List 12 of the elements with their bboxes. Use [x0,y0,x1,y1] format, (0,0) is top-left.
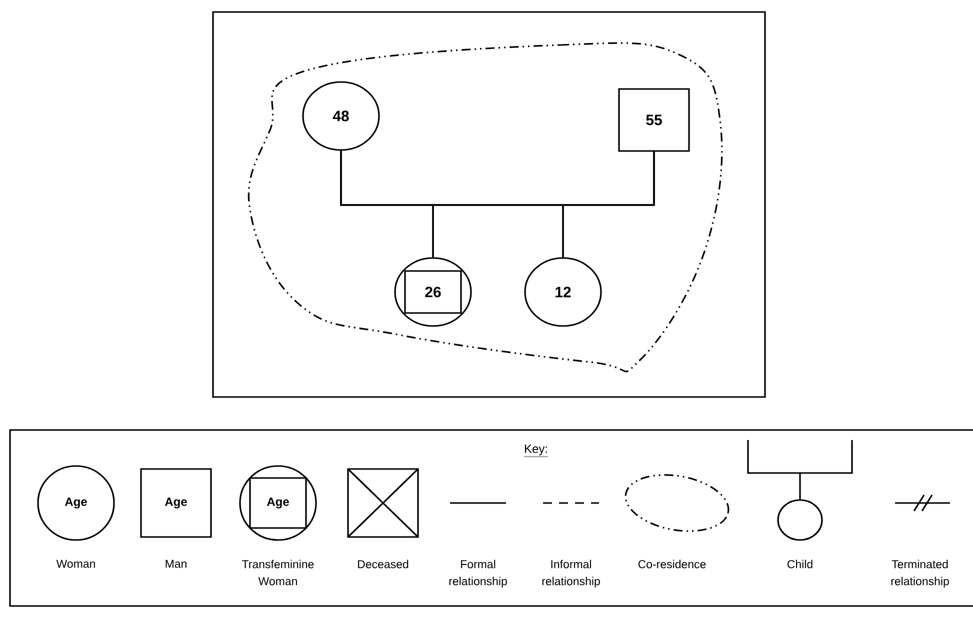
legend-label: Co-residence [638,560,706,568]
legend-label: Deceased [358,560,408,568]
legend-label: Informal relationship [542,560,600,588]
legend-label: Terminated relationship [891,560,949,588]
co-residence-outline [248,42,723,372]
legend-label: Transfeminine Woman [242,560,314,586]
legend-label: Woman [56,560,95,568]
child-line [562,152,655,258]
legend-label: Child [788,560,812,568]
legend-label: Formal relationship [449,560,507,588]
key-heading: Key: [524,444,548,457]
legend-label: Man [166,560,186,568]
